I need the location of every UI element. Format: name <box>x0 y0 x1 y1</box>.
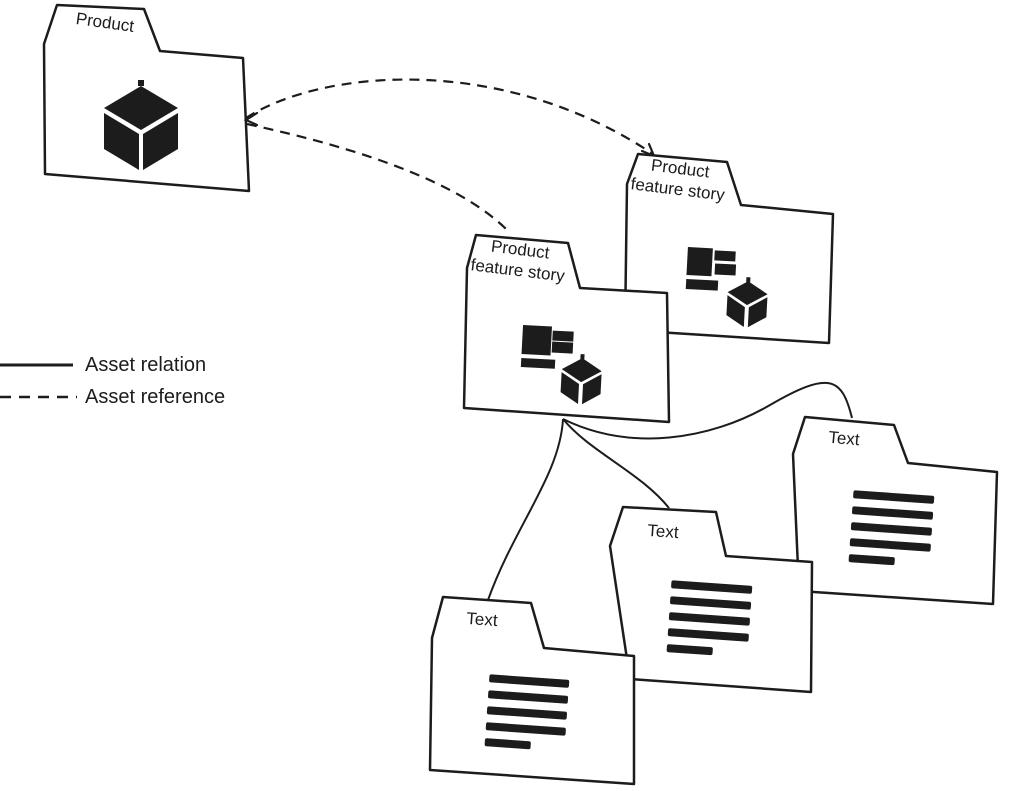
folder-text-right <box>791 415 999 606</box>
asset-relation-curves <box>487 381 853 601</box>
folder-label-text-right: Text <box>827 427 861 450</box>
folder-product <box>42 3 251 193</box>
legend-lines <box>0 363 77 399</box>
reference-curve-to-feature-story-right <box>245 78 654 155</box>
folder-feature-story-right <box>623 152 835 345</box>
folder-label-text-bottom: Text <box>465 608 499 631</box>
cube-icon <box>104 80 178 170</box>
legend-label-asset-reference: Asset reference <box>85 386 226 408</box>
blocks-cube-icon <box>685 247 768 328</box>
relation-curve-to-text-bottom <box>487 418 564 601</box>
folder-shape <box>462 233 671 424</box>
text-lines-icon <box>848 490 935 566</box>
reference-curve-to-feature-story-center <box>246 122 511 234</box>
blocks-cube-icon <box>520 325 602 405</box>
legend-label-asset-relation: Asset relation <box>85 354 207 376</box>
text-lines-icon <box>666 580 753 656</box>
relation-curve-to-text-middle <box>562 418 670 509</box>
folder-label-text-middle: Text <box>646 520 680 543</box>
folder-shape <box>428 595 636 786</box>
relation-curve-to-text-right <box>562 381 853 440</box>
folder-text-bottom <box>428 595 636 786</box>
folder-feature-story-center <box>462 233 671 424</box>
reference-arrowhead-product <box>243 111 259 127</box>
folder-text-middle <box>608 505 814 694</box>
asset-reference-curves <box>245 78 654 234</box>
text-lines-icon <box>484 674 570 750</box>
